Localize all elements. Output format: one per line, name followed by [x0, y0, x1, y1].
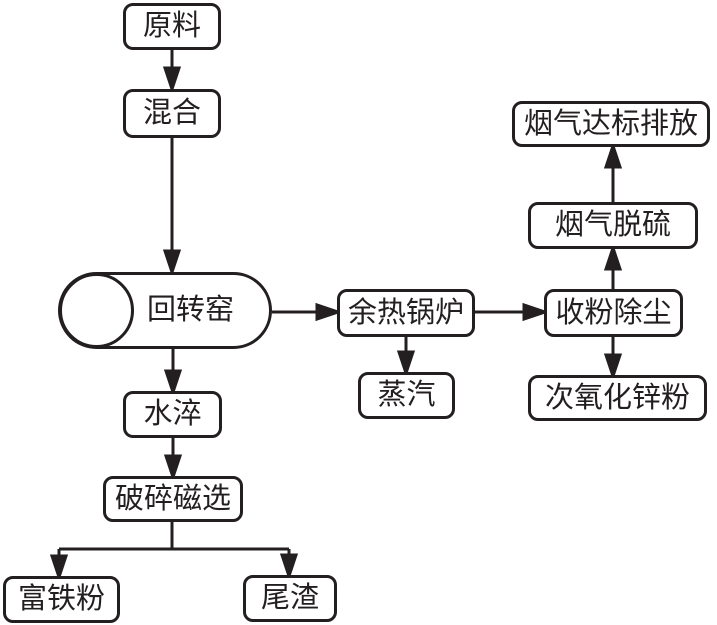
- node-flue-gas-desulfurization: 烟气脱硫: [528, 202, 698, 249]
- arrowhead-kiln-to-quench: [163, 369, 183, 397]
- kiln-cylinder-end-icon: [59, 273, 134, 348]
- arrowhead-crush-to-tailings: [279, 553, 299, 581]
- arrowhead-desulf-to-emission: [603, 141, 623, 169]
- node-dust-collection: 收粉除尘: [544, 289, 683, 337]
- node-mixing: 混合: [123, 89, 221, 138]
- arrowhead-mixing-to-kiln: [162, 249, 182, 277]
- node-tailings: 尾渣: [243, 575, 337, 622]
- arrowhead-quench-to-crush: [163, 454, 183, 482]
- node-crushing-magnetic-separation: 破碎磁选: [103, 476, 243, 522]
- node-raw-material: 原料: [123, 3, 221, 50]
- node-waste-heat-boiler: 余热锅炉: [337, 289, 475, 337]
- node-zinc-oxide-powder: 次氧化锌粉: [528, 375, 707, 421]
- arrowhead-crush-to-iron: [49, 554, 69, 582]
- arrowhead-dust-to-desulf: [603, 243, 623, 271]
- node-rotary-kiln: 回转窑: [58, 272, 272, 349]
- node-flue-gas-emission: 烟气达标排放: [512, 101, 710, 147]
- arrowhead-dust-to-zinc: [603, 353, 623, 381]
- branch-line-crush-outputs: [57, 522, 291, 558]
- node-iron-rich-powder: 富铁粉: [3, 576, 120, 623]
- arrowhead-boiler-to-steam: [396, 350, 416, 378]
- node-water-quenching: 水淬: [123, 391, 222, 438]
- kiln-label: 回转窑: [147, 294, 235, 326]
- arrowhead-boiler-to-dust: [522, 302, 550, 322]
- node-steam: 蒸汽: [358, 372, 455, 419]
- arrowhead-raw-to-mixing: [162, 66, 182, 94]
- arrowhead-kiln-to-boiler: [315, 302, 343, 322]
